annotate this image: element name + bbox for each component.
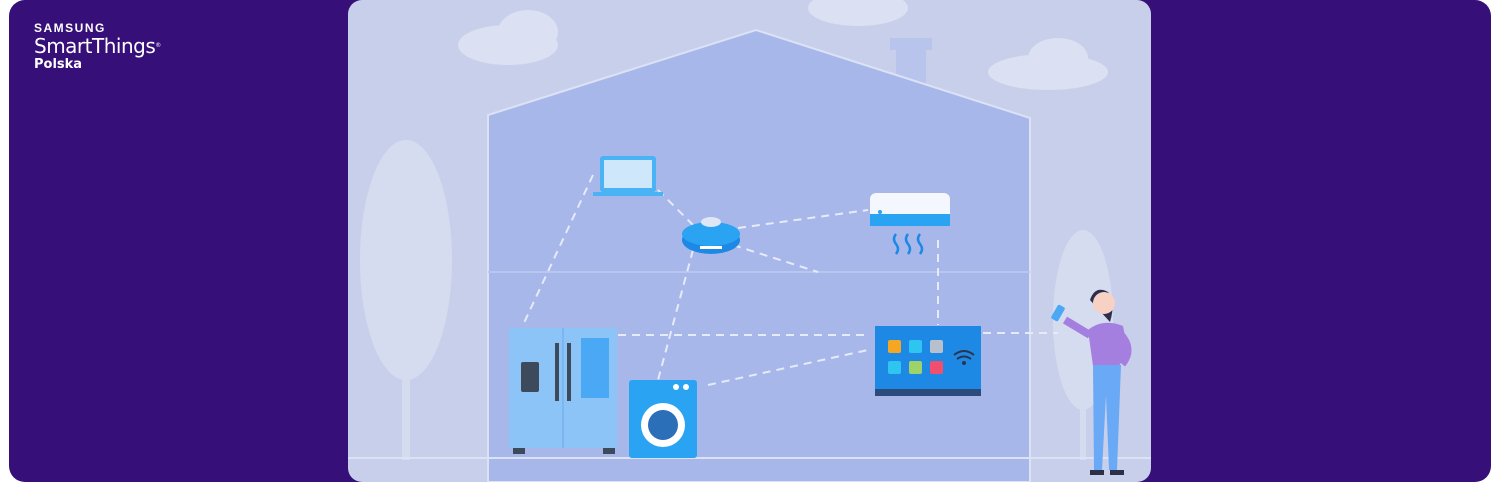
robot-vacuum-icon: [682, 217, 740, 254]
logo-brand: SAMSUNG: [34, 21, 106, 35]
washing-machine-icon: [629, 380, 697, 458]
air-conditioner-icon: [870, 193, 950, 255]
hero-banner: SAMSUNG SmartThings® Polska: [9, 0, 1491, 482]
logo-product-text: SmartThings: [34, 34, 156, 58]
clouds-icon: [458, 0, 1108, 90]
smart-home-illustration: [348, 0, 1151, 482]
smart-hub-icon: [875, 326, 981, 396]
connection-lines: [522, 174, 1058, 386]
person-with-phone-icon: [1051, 289, 1132, 475]
logo-product: SmartThings®: [34, 35, 161, 57]
registered-mark: ®: [155, 42, 161, 49]
logo-region: Polska: [34, 57, 83, 72]
laptop-icon: [593, 156, 663, 196]
fridge-icon: [509, 328, 617, 454]
samsung-smartthings-logo[interactable]: SAMSUNG SmartThings® Polska: [34, 21, 161, 73]
